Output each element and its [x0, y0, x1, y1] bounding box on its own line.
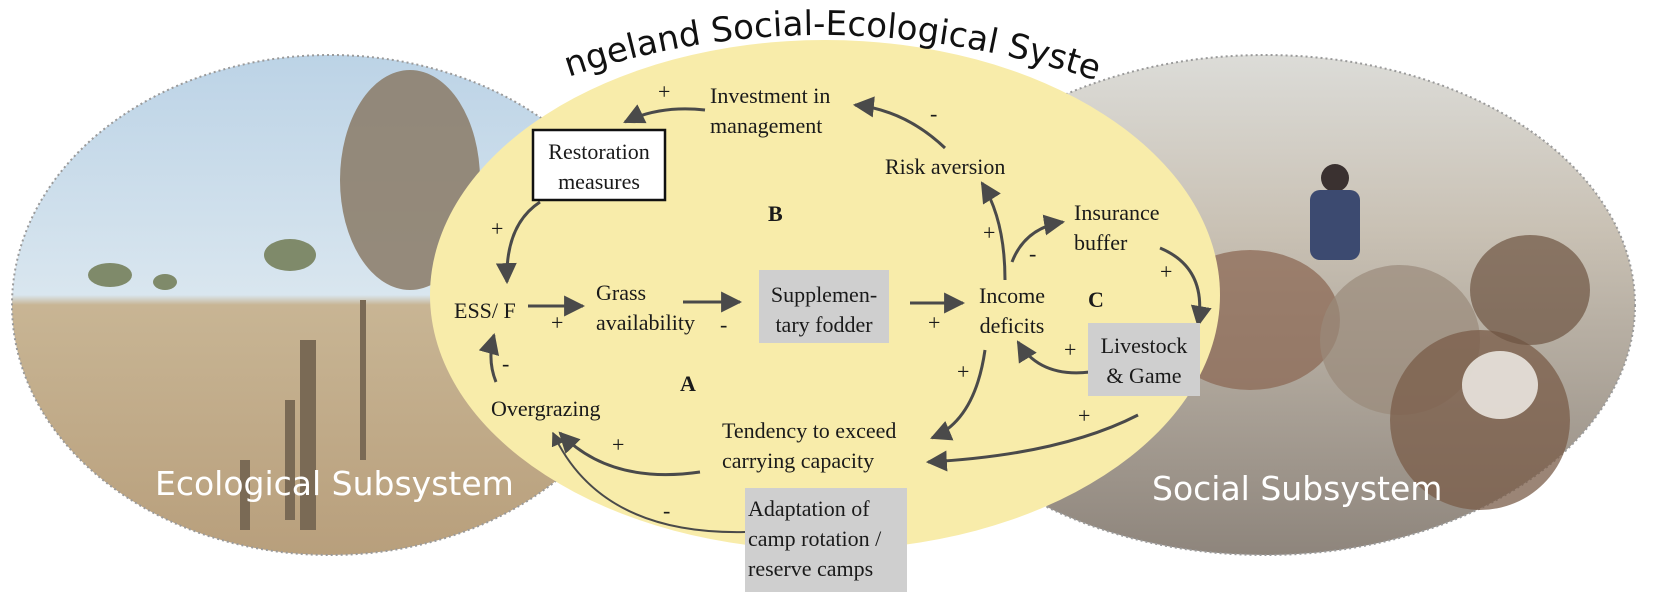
sign-restoration-ess: + [491, 216, 503, 241]
sign-risk-investment: - [930, 101, 937, 126]
node-line: deficits [980, 313, 1045, 338]
arrow-income-insurance [1010, 214, 1066, 263]
node-line: measures [558, 169, 640, 194]
adaptation-box [745, 488, 907, 592]
node-line: ESS/ F [454, 298, 516, 323]
node-line: Restoration [548, 139, 649, 164]
node-investment-in-management: Investment in management [710, 83, 830, 138]
node-line: Income [979, 283, 1045, 308]
arrow-livestock-income [1016, 340, 1091, 375]
arrow-investment-restoration [623, 104, 706, 124]
sign-fodder-income: + [928, 310, 940, 335]
sign-income-risk: + [983, 220, 995, 245]
loop-label-a: A [680, 371, 696, 396]
node-line: reserve camps [748, 556, 873, 581]
node-income-deficits: Income deficits [979, 283, 1045, 338]
node-line: Insurance [1074, 200, 1160, 225]
sign-investment-restoration: + [658, 79, 670, 104]
loop-label-c: C [1088, 287, 1104, 312]
node-overgrazing: Overgrazing [491, 396, 601, 421]
sign-income-tendency: + [957, 359, 969, 384]
fence-icon [240, 300, 366, 530]
node-line: Livestock [1101, 333, 1188, 358]
livestock-game-box [1088, 323, 1200, 396]
tree-icon [88, 239, 316, 290]
sign-livestock-income: + [1064, 337, 1076, 362]
node-supplementary-fodder: Supplemen-tary fodder [771, 282, 877, 337]
node-line: buffer [1074, 230, 1128, 255]
node-line: Overgrazing [491, 396, 601, 421]
arrow-income-tendency [930, 349, 987, 441]
sign-tendency-overgrazing: + [612, 432, 624, 457]
sign-income-insurance: - [1029, 241, 1036, 266]
node-line: Investment in [710, 83, 830, 108]
node-line: Adaptation of [748, 496, 870, 521]
node-line: availability [596, 310, 695, 335]
node-line: Tendency to exceed [722, 418, 896, 443]
node-risk-aversion: Risk aversion [885, 154, 1005, 179]
node-line: carrying capacity [722, 448, 874, 473]
node-tendency-to-exceed-carrying-capacity: Tendency to exceed carrying capacity [722, 418, 896, 473]
arrow-overgrazing-ess [478, 332, 500, 383]
node-restoration-measures: Restoration measures [548, 139, 649, 194]
node-line: management [710, 113, 822, 138]
herder-icon [1310, 164, 1360, 260]
node-line: Grass [596, 280, 646, 305]
causal-arrows [478, 96, 1212, 534]
node-livestock-game: Livestock & Game [1101, 333, 1188, 388]
sign-insurance-livestock: + [1160, 259, 1172, 284]
sign-adaptation-overgrazing: - [663, 498, 670, 523]
sign-ess-grass: + [551, 310, 563, 335]
ecological-subsystem-label: Ecological Subsystem [155, 464, 514, 503]
node-adaptation-of-camp-rotation: Adaptation of camp rotation / reserve camp… [748, 496, 882, 581]
arrow-insurance-livestock [1159, 246, 1212, 328]
node-line: Supplemen- [771, 282, 877, 307]
node-line: camp rotation / [748, 526, 882, 551]
node-ess-f: ESS/ F [454, 298, 516, 323]
arrow-risk-investment [852, 96, 947, 150]
sign-overgrazing-ess: - [502, 351, 509, 376]
supplementary-fodder-box [759, 270, 889, 343]
node-line: & Game [1106, 363, 1181, 388]
node-insurance-buffer: Insurance buffer [1074, 200, 1160, 255]
node-line: tary fodder [775, 312, 873, 337]
arrow-livestock-tendency [925, 413, 1139, 472]
loop-label-b: B [768, 201, 783, 226]
sign-livestock-tendency: + [1078, 403, 1090, 428]
restoration-box [531, 128, 667, 202]
node-line: Risk aversion [885, 154, 1005, 179]
arrow-tendency-overgrazing [558, 431, 701, 477]
arrow-restoration-ess [495, 200, 541, 285]
sign-grass-fodder: - [720, 312, 727, 337]
arrow-income-risk [980, 181, 1007, 281]
node-grass-availability: Grass availability [596, 280, 695, 335]
arrow-adaptation-overgrazing [551, 431, 746, 534]
social-subsystem-label: Social Subsystem [1152, 469, 1442, 508]
